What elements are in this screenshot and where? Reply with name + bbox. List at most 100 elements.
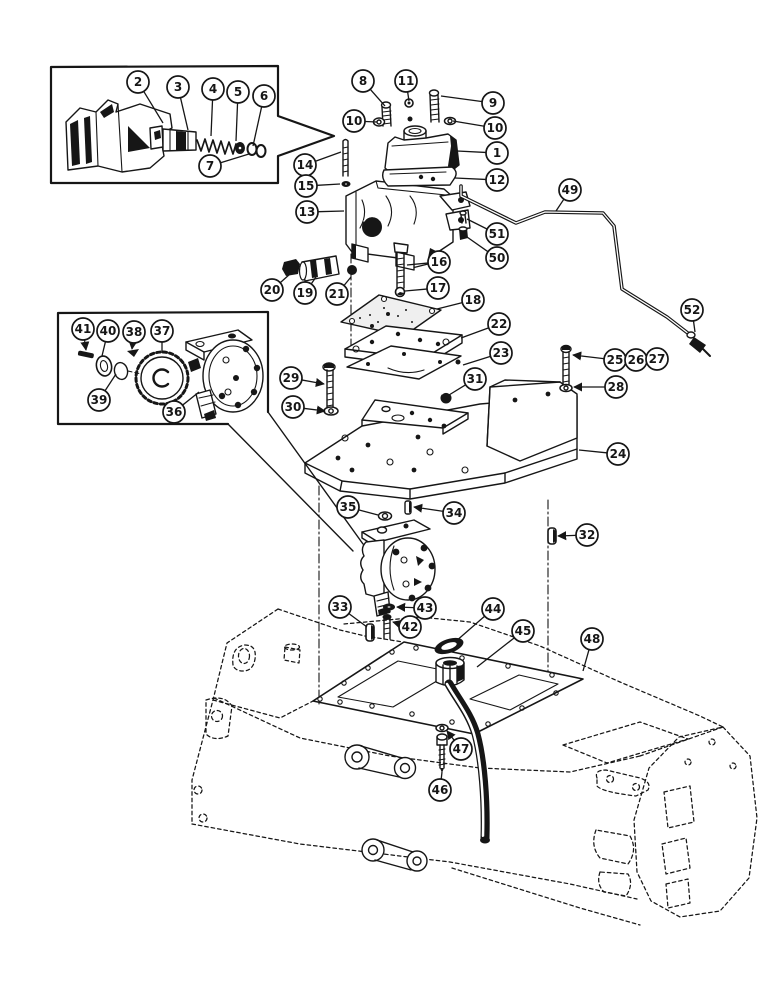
washer-detail [95,355,113,377]
svg-text:27: 27 [649,352,666,366]
svg-text:18: 18 [465,293,482,307]
svg-text:26: 26 [628,353,645,367]
callout-32: 32 [557,523,599,547]
svg-text:22: 22 [491,317,508,331]
plate-stack-hardware [322,362,452,416]
callout-11: 11 [394,69,418,102]
svg-text:2: 2 [134,75,142,89]
svg-text:29: 29 [283,371,300,385]
svg-text:31: 31 [467,372,484,386]
svg-text:24: 24 [610,447,627,461]
svg-text:10: 10 [487,121,504,135]
svg-text:19: 19 [297,286,314,300]
svg-text:40: 40 [100,324,117,338]
svg-text:39: 39 [91,393,108,407]
callout-49: 49 [555,178,582,212]
callout-4: 4 [201,77,225,137]
callout-15: 15 [294,174,341,198]
svg-text:41: 41 [75,322,92,336]
svg-text:9: 9 [489,96,497,110]
svg-text:21: 21 [329,287,346,301]
callout-28: 28 [573,375,628,399]
oil-pipe [458,184,711,357]
snap-ring-detail [113,361,129,381]
svg-text:36: 36 [166,405,183,419]
hydraulic-pump-assembly [360,519,436,617]
svg-text:48: 48 [584,632,601,646]
svg-text:14: 14 [297,158,314,172]
svg-text:7: 7 [206,159,214,173]
suction-tube-gasket [434,637,464,655]
callout-51: 51 [466,218,509,246]
valve-retaining-bolt-ball [393,242,409,298]
callout-44: 44 [454,597,505,643]
svg-text:10: 10 [346,114,363,128]
callout-13: 13 [295,200,345,224]
callout-50: 50 [466,236,509,270]
svg-text:46: 46 [432,783,449,797]
svg-text:6: 6 [260,89,268,103]
svg-text:15: 15 [298,179,315,193]
callout-19: 19 [293,276,317,305]
callout-16: 16 [406,250,451,274]
svg-text:16: 16 [431,255,448,269]
svg-text:30: 30 [285,400,302,414]
cover-bolts-washers-vent [372,89,457,127]
callout-38: 38 [122,320,146,350]
callout-29: 29 [279,366,325,390]
callout-3: 3 [166,75,190,131]
svg-text:3: 3 [174,80,182,94]
drive-gear-detail [134,350,190,406]
callout-10: 10 [452,116,507,140]
callout-40: 40 [96,319,120,357]
callout-45: 45 [476,619,535,668]
svg-text:23: 23 [493,346,510,360]
callout-46: 46 [428,771,452,802]
callout-35: 35 [336,495,379,519]
svg-text:28: 28 [608,380,625,394]
svg-text:12: 12 [489,173,506,187]
svg-text:5: 5 [234,85,242,99]
callout-34: 34 [413,501,466,525]
svg-text:17: 17 [430,281,447,295]
valve-gasket-lower [346,345,462,380]
cover-bolt-and-washer [435,723,449,773]
svg-text:51: 51 [489,227,506,241]
svg-text:50: 50 [489,251,506,265]
callout-39: 39 [87,373,117,412]
callout-20: 20 [260,273,291,302]
callout-24: 24 [578,442,630,466]
svg-text:38: 38 [126,325,143,339]
callout-26: 26 [624,348,648,372]
suction-tube [435,656,490,844]
svg-text:49: 49 [562,183,579,197]
valve-body-detail [65,99,173,173]
svg-text:4: 4 [209,82,217,96]
callout-23: 23 [462,341,513,366]
callout-48: 48 [580,627,604,672]
svg-text:13: 13 [299,205,316,219]
callout-27: 27 [645,347,669,371]
callout-17: 17 [404,276,450,300]
callout-14: 14 [293,151,342,177]
svg-text:43: 43 [417,601,434,615]
plate-bolt-and-washer [559,344,573,393]
callout-8: 8 [351,69,386,107]
top-cover [384,125,460,175]
callout-5: 5 [226,80,250,142]
woodruff-key-detail [127,349,139,357]
callout-10: 10 [342,109,378,133]
callout-43: 43 [396,596,437,620]
svg-text:32: 32 [579,528,596,542]
svg-text:52: 52 [684,303,701,317]
callout-36: 36 [162,391,200,424]
pump-body-detail [202,339,264,413]
shift-linkage-links [344,744,428,872]
transmission-housing [191,608,758,926]
side-fitting-plugs [282,255,357,282]
callout-47: 47 [446,730,473,761]
svg-text:45: 45 [515,624,532,638]
valve-body [345,180,471,271]
